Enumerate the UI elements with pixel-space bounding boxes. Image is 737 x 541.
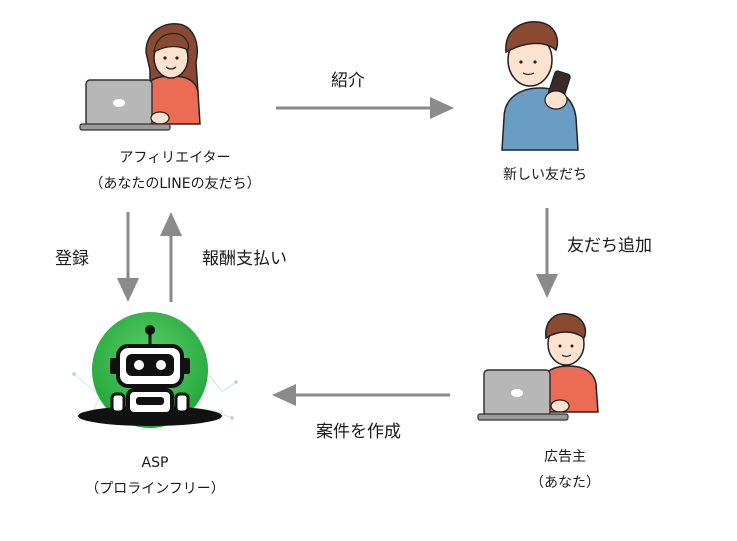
affiliator-illustration [79,22,201,131]
asp-label-line1: ASP [141,455,169,471]
affiliator-label-line1: アフィリエイター [119,150,231,166]
new-friend-label: 新しい友だち [470,162,620,188]
new-friend-illustration [501,21,579,151]
arrow-create-campaign [272,384,450,406]
edge-label-create-campaign: 案件を作成 [316,422,401,442]
arrow-register [117,212,139,302]
arrow-pay-reward [160,212,182,302]
asp-illustration [72,312,238,428]
edge-label-register: 登録 [55,249,89,269]
advertiser-label: 広告主 （あなた） [500,444,630,496]
edge-label-introduce: 紹介 [331,71,365,91]
new-friend-label-line1: 新しい友だち [503,167,587,183]
arrow-introduce [276,97,454,119]
advertiser-label-line1: 広告主 [544,449,586,465]
arrow-add-friend [536,208,558,298]
edge-label-add-friend: 友だち追加 [567,236,652,256]
edge-label-pay-reward: 報酬支払い [202,249,287,269]
asp-label: ASP （プロラインフリー） [60,450,250,502]
advertiser-label-line2: （あなた） [530,475,600,491]
advertiser-illustration [477,312,599,421]
asp-label-line2: （プロラインフリー） [85,481,225,497]
affiliator-label: アフィリエイター （あなたのLINEの友だち） [60,145,290,197]
affiliator-label-line2: （あなたのLINEの友だち） [89,176,261,192]
